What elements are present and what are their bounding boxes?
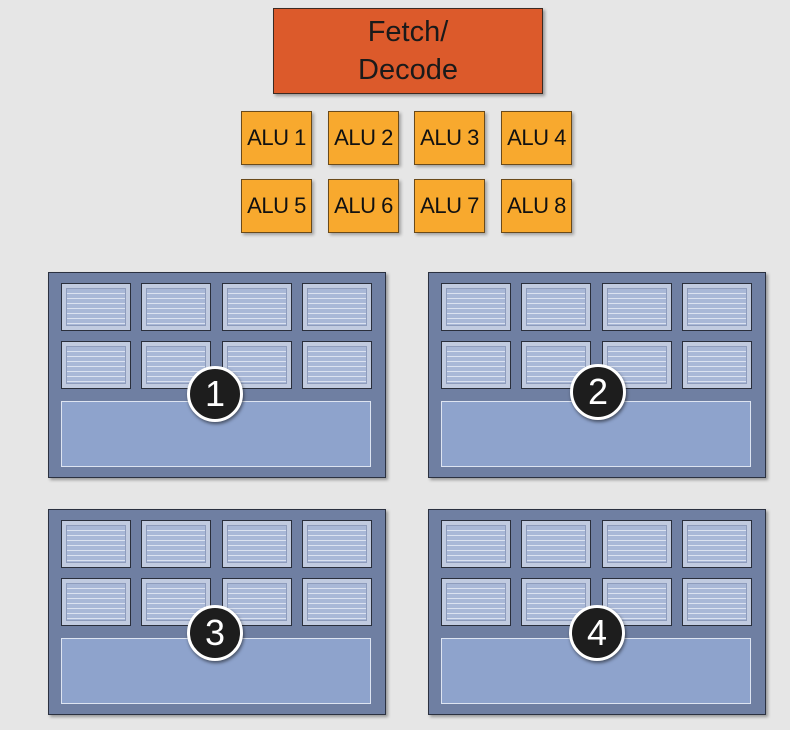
register-block	[682, 520, 752, 568]
execution-context-3: 3	[48, 509, 386, 715]
register-block	[141, 520, 211, 568]
shared-context-storage	[61, 401, 371, 467]
alu-6: ALU 6	[328, 179, 399, 233]
register-block	[222, 520, 292, 568]
register-block	[441, 520, 511, 568]
register-block	[302, 578, 372, 626]
register-block	[441, 341, 511, 389]
context-number-badge: 4	[569, 605, 625, 661]
execution-context-2: 2	[428, 272, 766, 478]
register-block	[61, 520, 131, 568]
register-block	[141, 283, 211, 331]
register-block	[602, 283, 672, 331]
alu-5: ALU 5	[241, 179, 312, 233]
alu-8: ALU 8	[501, 179, 572, 233]
register-block	[602, 520, 672, 568]
execution-context-4: 4	[428, 509, 766, 715]
register-block	[521, 283, 591, 331]
register-block	[222, 283, 292, 331]
register-block	[222, 578, 292, 626]
register-block	[61, 578, 131, 626]
register-block	[682, 341, 752, 389]
register-block	[302, 283, 372, 331]
register-block	[441, 578, 511, 626]
alu-3: ALU 3	[414, 111, 485, 165]
register-block	[302, 520, 372, 568]
execution-context-1: 1	[48, 272, 386, 478]
register-block	[141, 341, 211, 389]
register-block	[302, 341, 372, 389]
alu-2: ALU 2	[328, 111, 399, 165]
alu-7: ALU 7	[414, 179, 485, 233]
alu-4: ALU 4	[501, 111, 572, 165]
fetch-decode-label: Fetch/ Decode	[358, 16, 458, 86]
register-block	[441, 283, 511, 331]
register-block	[61, 341, 131, 389]
register-block	[682, 578, 752, 626]
alu-1: ALU 1	[241, 111, 312, 165]
register-block	[61, 283, 131, 331]
context-number-badge: 1	[187, 366, 243, 422]
context-number-badge: 2	[570, 364, 626, 420]
context-number-badge: 3	[187, 605, 243, 661]
register-block	[521, 520, 591, 568]
fetch-decode-block: Fetch/ Decode	[273, 8, 543, 94]
register-block	[682, 283, 752, 331]
